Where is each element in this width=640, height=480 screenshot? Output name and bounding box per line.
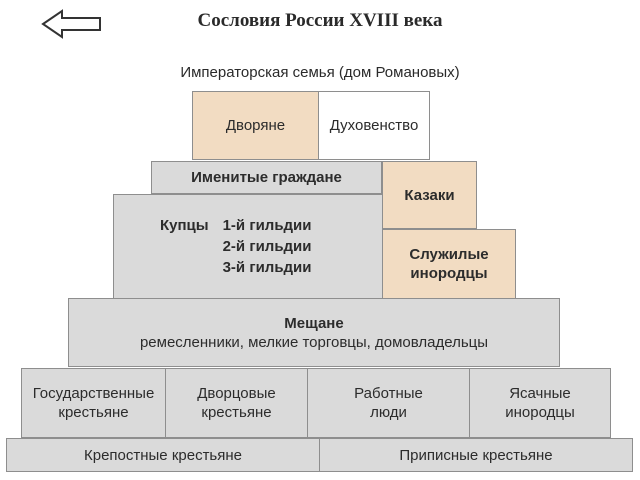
state-peasants-line1: Государственные xyxy=(32,385,155,402)
eminent-citizens-label: Именитые граждане xyxy=(191,169,342,186)
imperial-family-label: Императорская семья (дом Романовых) xyxy=(180,64,460,81)
serving-foreigners-box: Служилые инородцы xyxy=(382,229,516,299)
page-title: Сословия России XVIII века xyxy=(197,10,443,31)
cossacks-label: Казаки xyxy=(404,186,455,204)
townspeople-label: Мещане xyxy=(284,314,344,332)
ascribed-peasants-label: Приписные крестьяне xyxy=(399,446,553,464)
merchants-label: Купцы xyxy=(160,217,209,234)
serving-foreigners-line1: Служилые xyxy=(409,246,489,263)
yasak-foreigners-box: Ясачные инородцы xyxy=(469,368,611,438)
palace-peasants-box: Дворцовые крестьяне xyxy=(165,368,308,438)
ascribed-peasants-box: Приписные крестьяне xyxy=(319,438,633,472)
townspeople-sub-label: ремесленники, мелкие торговцы, домовладе… xyxy=(139,333,489,351)
state-peasants-box: Государственные крестьяне xyxy=(21,368,166,438)
working-people-box: Работные люди xyxy=(307,368,470,438)
cossacks-box: Казаки xyxy=(382,161,477,229)
serfs-box: Крепостные крестьяне xyxy=(6,438,320,472)
serving-foreigners-line2: инородцы xyxy=(410,265,488,282)
palace-peasants-line2: крестьяне xyxy=(201,404,272,421)
serfs-label: Крепостные крестьяне xyxy=(83,446,242,464)
working-people-line1: Работные xyxy=(354,385,423,402)
merchants-box: Купцы 1-й гильдии 2-й гильдии 3-й гильди… xyxy=(113,194,383,299)
nobility-box: Дворяне xyxy=(192,91,319,160)
guild-3-label: 3-й гильдии xyxy=(222,259,312,276)
guild-2-label: 2-й гильдии xyxy=(222,238,312,255)
nobility-label: Дворяне xyxy=(225,117,286,134)
palace-peasants-line1: Дворцовые xyxy=(197,385,276,402)
guild-1-label: 1-й гильдии xyxy=(222,217,312,234)
state-peasants-line2: крестьяне xyxy=(58,404,129,421)
working-people-line2: люди xyxy=(370,404,407,421)
clergy-label: Духовенство xyxy=(329,117,419,134)
back-arrow-icon[interactable] xyxy=(40,8,104,40)
yasak-foreigners-line1: Ясачные xyxy=(509,385,571,402)
townspeople-box: Мещане ремесленники, мелкие торговцы, до… xyxy=(68,298,560,367)
eminent-citizens-box: Именитые граждане xyxy=(151,161,382,194)
clergy-box: Духовенство xyxy=(318,91,430,160)
yasak-foreigners-line2: инородцы xyxy=(505,404,575,421)
